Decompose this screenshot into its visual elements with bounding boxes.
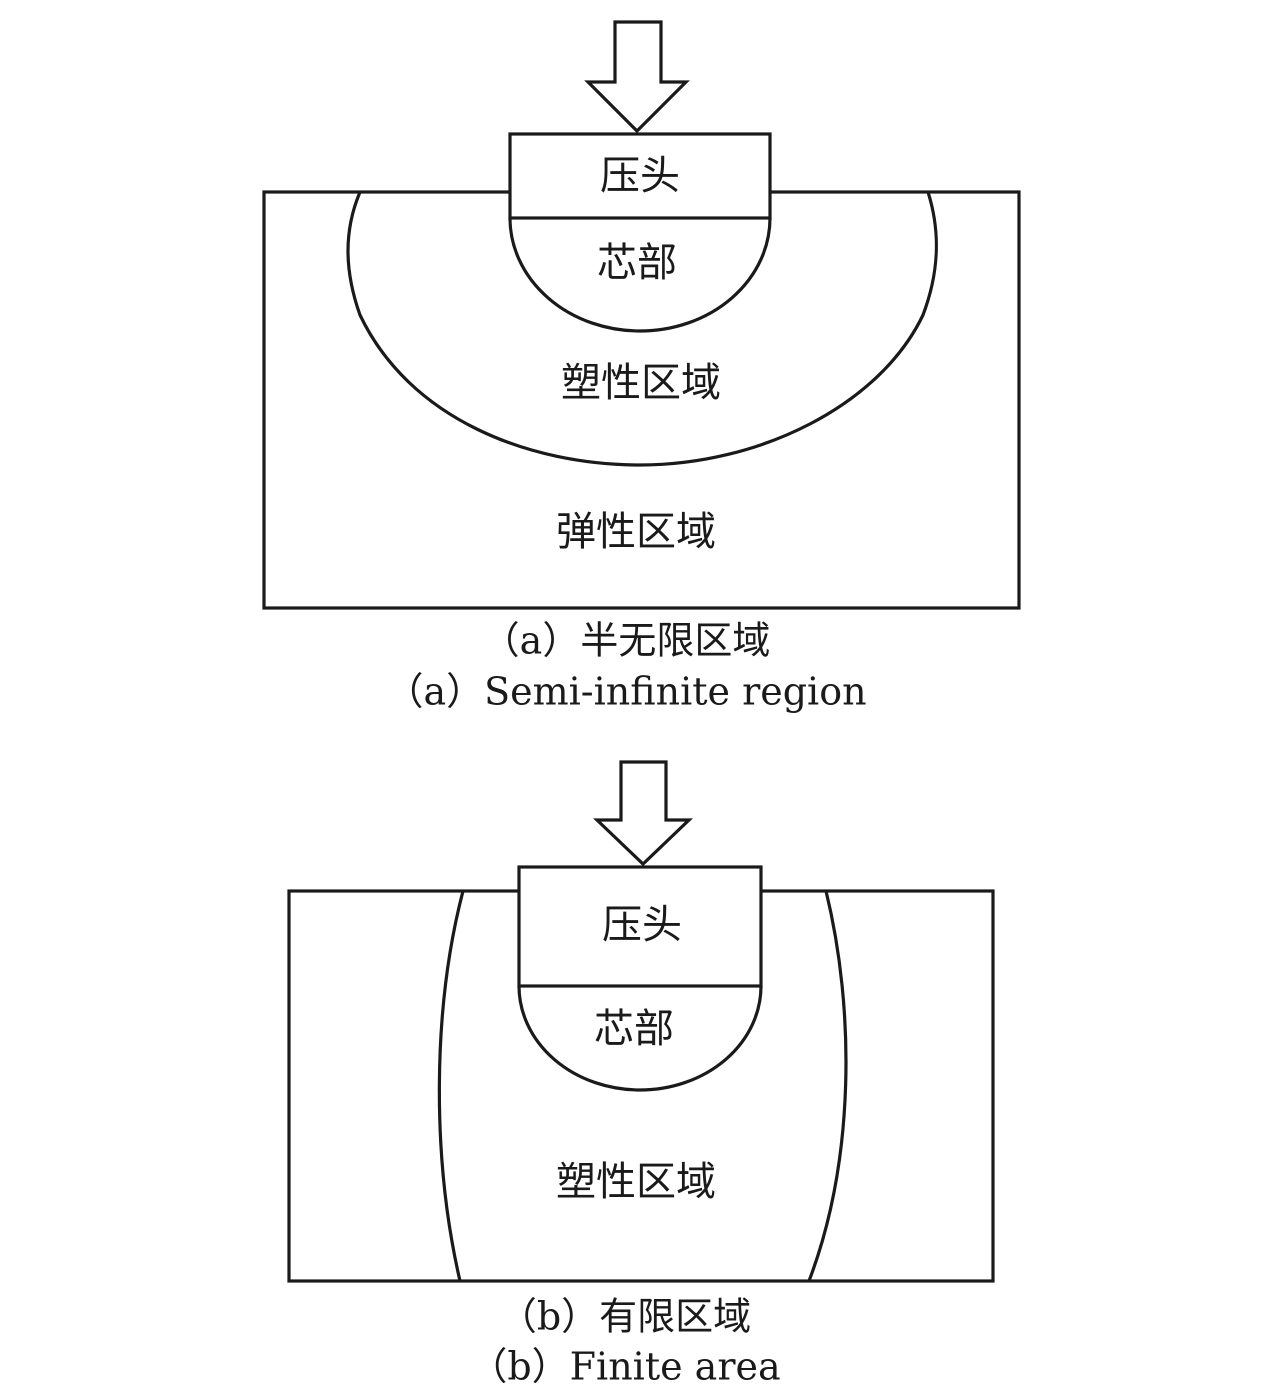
load-arrow-icon: [593, 760, 693, 867]
indenter-block: [517, 865, 763, 988]
plastic-zone-label: 塑性区域: [561, 360, 721, 406]
plastic-zone-left-boundary: [437, 890, 465, 1282]
caption-a-en: （a）Semi-infinite region: [385, 670, 866, 714]
panel-a: 压头 芯部 塑性区域 弹性区域 （a）半无限区域 （a）Semi-infinit…: [262, 20, 1021, 714]
caption-b-cn: （b）有限区域: [499, 1295, 751, 1339]
indenter-label: 压头: [600, 153, 680, 199]
indenter-block: [508, 132, 772, 220]
plastic-zone-boundary: [346, 191, 938, 467]
load-arrow-icon: [584, 20, 690, 134]
elastic-zone-label: 弹性区域: [556, 509, 716, 555]
panel-b: 压头 芯部 塑性区域 （b）有限区域 （b）Finite area: [287, 760, 995, 1389]
plastic-zone-label: 塑性区域: [556, 1159, 716, 1205]
caption-b-en: （b）Finite area: [469, 1345, 780, 1389]
caption-a-cn: （a）半无限区域: [482, 619, 771, 663]
core-label: 芯部: [594, 1006, 674, 1052]
core-boundary: [508, 217, 772, 333]
core-boundary: [517, 985, 763, 1092]
plastic-zone-right-boundary: [807, 890, 848, 1282]
indenter-label: 压头: [602, 902, 682, 948]
core-label: 芯部: [597, 240, 677, 286]
